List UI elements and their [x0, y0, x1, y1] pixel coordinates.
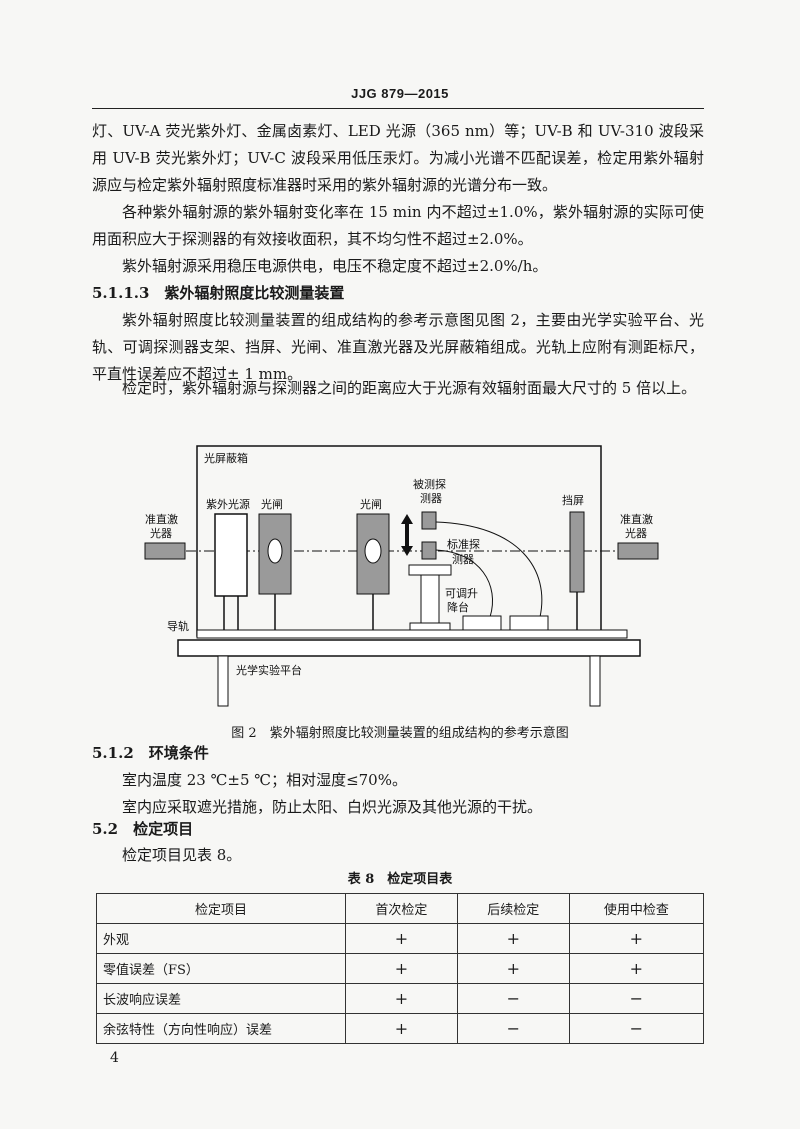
stage-label-2: 降台	[447, 600, 469, 614]
shutter-1-aperture	[267, 538, 283, 564]
section-heading-5-1-2: 5.1.2 环境条件	[92, 744, 209, 762]
table-row: 外观 + + +	[96, 923, 705, 954]
table-row: 零值误差（FS） + + +	[96, 953, 705, 984]
paragraph-light-sources: 灯、UV-A 荧光紫外灯、金属卤素灯、LED 光源（365 nm）等；UV-B …	[92, 122, 704, 194]
shutter-2-aperture	[364, 538, 382, 564]
stage-label-1: 可调升	[445, 587, 478, 600]
paragraph-temperature: 室内温度 23 ℃±5 ℃；相对湿度≤70%。	[122, 771, 407, 789]
paragraph-shading: 室内应采取遮光措施，防止太阳、白炽光源及其他光源的干扰。	[122, 798, 543, 816]
platform-label: 光学实验平台	[236, 663, 302, 677]
shield-box-label: 光屏蔽箱	[204, 451, 248, 465]
paragraph-power-supply: 紫外辐射源采用稳压电源供电，电压不稳定度不超过±2.0%/h。	[122, 257, 548, 275]
meter-1	[462, 615, 502, 632]
table-cell: 零值误差（FS）	[96, 953, 346, 984]
paragraph-distance: 检定时，紫外辐射源与探测器之间的距离应大于光源有效辐射面最大尺寸的 5 倍以上。	[122, 379, 697, 397]
laser-right	[617, 542, 659, 560]
detector-standard	[421, 541, 437, 560]
laser-left-label-1: 准直激	[145, 512, 178, 526]
blocking-screen	[569, 511, 585, 593]
laser-left	[144, 542, 186, 560]
section-heading-5-1-1-3: 5.1.1.3 紫外辐射照度比较测量装置	[92, 284, 345, 302]
figure-apparatus-diagram: 光屏蔽箱 准直激 光器 准直激 光器 紫外光源 光闸 光闸 被测探 测器 标准探…	[144, 445, 659, 707]
paragraph-apparatus: 紫外辐射照度比较测量装置的组成结构的参考示意图见图 2，主要由光学实验平台、光轨…	[92, 311, 704, 383]
table-cell: −	[568, 983, 705, 1014]
laser-right-label-1: 准直激	[620, 512, 653, 526]
table-cell: 长波响应误差	[96, 983, 346, 1014]
paragraph-variation-rate: 各种紫外辐射源的紫外辐射变化率在 15 min 内不超过±1.0%，紫外辐射源的…	[92, 203, 704, 248]
paragraph-table-ref: 检定项目见表 8。	[122, 846, 242, 864]
table-cell: −	[568, 1013, 705, 1044]
table-title: 表 8 检定项目表	[347, 872, 453, 887]
platform-leg-right	[589, 655, 601, 707]
table-cell: +	[456, 953, 570, 984]
detector-test-label-2: 测器	[420, 492, 442, 505]
screen-label: 挡屏	[562, 493, 584, 507]
table-cell: +	[568, 923, 705, 954]
uv-source	[214, 513, 248, 597]
adjustable-stage-top	[408, 564, 452, 576]
col-header-subsequent: 后续检定	[456, 893, 570, 924]
detector-std-label-2: 测器	[452, 553, 474, 566]
cable-standard	[435, 549, 494, 618]
section-heading-5-2: 5.2 检定项目	[92, 820, 194, 838]
table-cell: +	[345, 1013, 458, 1044]
page-number: 4	[110, 1050, 119, 1066]
shutter-2	[356, 513, 390, 595]
table-cell: +	[568, 953, 705, 984]
uv-source-label: 紫外光源	[206, 497, 250, 511]
table-cell: −	[456, 1013, 570, 1044]
table-row: 余弦特性（方向性响应）误差 + − −	[96, 1013, 705, 1044]
header-rule	[92, 108, 704, 109]
table-cell: +	[345, 953, 458, 984]
shutter-2-label: 光闸	[360, 497, 382, 511]
verification-items-table: 检定项目 首次检定 后续检定 使用中检查 外观 + + + 零值误差（FS） +…	[96, 893, 705, 1044]
col-header-initial: 首次检定	[345, 893, 458, 924]
cable-test	[435, 521, 543, 618]
adjustable-stage-column	[420, 574, 440, 626]
table-row: 长波响应误差 + − −	[96, 983, 705, 1014]
table-cell: +	[456, 923, 570, 954]
optical-platform	[177, 639, 641, 657]
detector-std-label-1: 标准探	[447, 537, 480, 551]
laser-left-label-2: 光器	[150, 526, 172, 540]
table-cell: 外观	[96, 923, 346, 954]
running-header: JJG 879—2015	[351, 86, 449, 101]
laser-right-label-2: 光器	[625, 526, 647, 540]
rail-label: 导轨	[167, 619, 189, 633]
table-header-row: 检定项目 首次检定 后续检定 使用中检查	[96, 893, 705, 924]
table-cell: +	[345, 983, 458, 1014]
table-cell: 余弦特性（方向性响应）误差	[96, 1013, 346, 1044]
platform-leg-left	[217, 655, 229, 707]
shield-box	[196, 445, 602, 637]
detector-test	[421, 511, 437, 530]
optical-rail	[196, 629, 628, 639]
table-cell: +	[345, 923, 458, 954]
up-down-arrow-icon	[401, 514, 413, 556]
shutter-1-label: 光闸	[261, 497, 283, 511]
col-header-in-use: 使用中检查	[568, 893, 705, 924]
col-header-item: 检定项目	[96, 893, 346, 924]
detector-test-label-1: 被测探	[413, 478, 446, 491]
meter-2	[509, 615, 549, 632]
figure-caption: 图 2 紫外辐射照度比较测量装置的组成结构的参考示意图	[231, 726, 569, 741]
table-cell: −	[456, 983, 570, 1014]
